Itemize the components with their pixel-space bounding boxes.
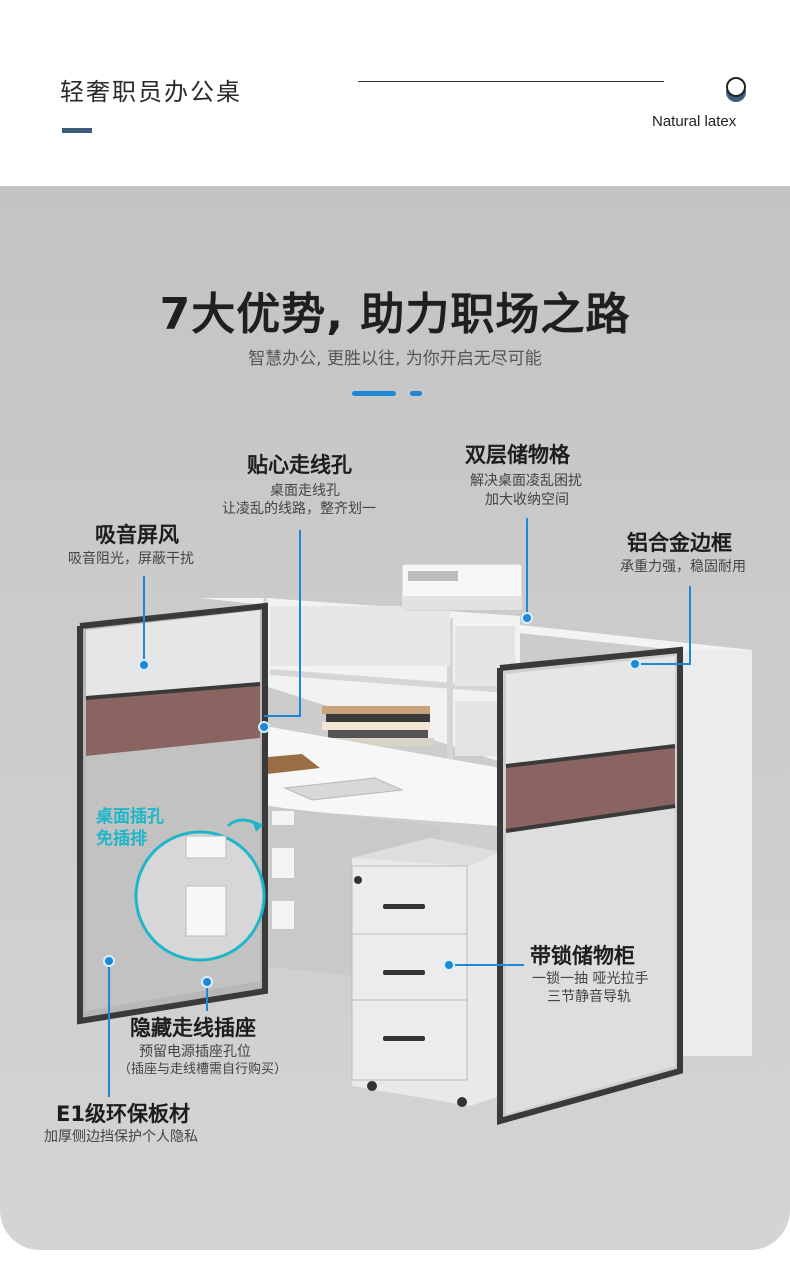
header-divider	[358, 81, 664, 82]
feature-sound-screen-desc: 吸音阻光，屏蔽干扰	[68, 551, 194, 567]
feature-hidden-socket-title: 隐藏走线插座	[130, 1016, 256, 1040]
pointer-dot	[443, 959, 455, 971]
feature-e1-board-title: E1级环保板材	[56, 1102, 190, 1126]
pointer-line	[143, 576, 145, 660]
pointer-line	[206, 983, 208, 1011]
pointer-line	[689, 586, 691, 664]
accent-dash	[352, 391, 396, 396]
feature-lock-cabinet-title: 带锁储物柜	[530, 944, 635, 968]
feature-cable-hole-desc1: 桌面走线孔	[270, 483, 340, 499]
page-title: 轻奢职员办公桌	[60, 78, 242, 106]
accent-dot-dash	[410, 391, 422, 396]
pointer-dot	[201, 976, 213, 988]
feature-aluminum-frame-desc: 承重力强，稳固耐用	[620, 559, 746, 575]
feature-double-storage-desc1: 解决桌面凌乱困扰	[470, 473, 582, 489]
pointer-line	[299, 530, 301, 716]
pointer-dot	[103, 955, 115, 967]
feature-double-storage-desc2: 加大收纳空间	[485, 492, 569, 508]
pointer-dot	[629, 658, 641, 670]
brand-english: Natural latex	[652, 113, 737, 130]
feature-desktop-socket-line1: 桌面插孔	[96, 807, 164, 827]
pointer-line	[526, 518, 528, 614]
pointer-dot	[258, 721, 270, 733]
feature-desktop-socket-line2: 免插排	[96, 829, 147, 849]
feature-cable-hole-desc2: 让凌乱的线路，整齐划一	[222, 501, 376, 517]
hero-title: 7大优势, 助力职场之路	[159, 289, 631, 340]
pointer-line	[452, 964, 524, 966]
latex-drop-icon	[726, 77, 746, 102]
pointer-line	[636, 663, 691, 665]
pointer-dot	[521, 612, 533, 624]
feature-double-storage-title: 双层储物格	[465, 443, 570, 467]
hero-subtitle: 智慧办公, 更胜以往, 为你开启无尽可能	[248, 349, 542, 369]
feature-lock-cabinet-desc2: 三节静音导轨	[547, 989, 631, 1005]
feature-e1-board-desc: 加厚侧边挡保护个人隐私	[44, 1129, 198, 1145]
pointer-dot	[138, 659, 150, 671]
pointer-line	[108, 967, 110, 1097]
title-underline	[62, 128, 92, 133]
feature-cable-hole-title: 贴心走线孔	[247, 453, 352, 477]
feature-sound-screen-title: 吸音屏风	[95, 523, 179, 547]
feature-aluminum-frame-title: 铝合金边框	[627, 531, 732, 555]
feature-hidden-socket-desc2: （插座与走线槽需自行购买）	[118, 1062, 288, 1077]
pointer-line	[264, 715, 301, 717]
feature-lock-cabinet-desc1: 一锁一抽 哑光拉手	[532, 971, 649, 987]
desk-illustration	[77, 563, 752, 1125]
feature-hidden-socket-desc1: 预留电源插座孔位	[139, 1044, 251, 1060]
